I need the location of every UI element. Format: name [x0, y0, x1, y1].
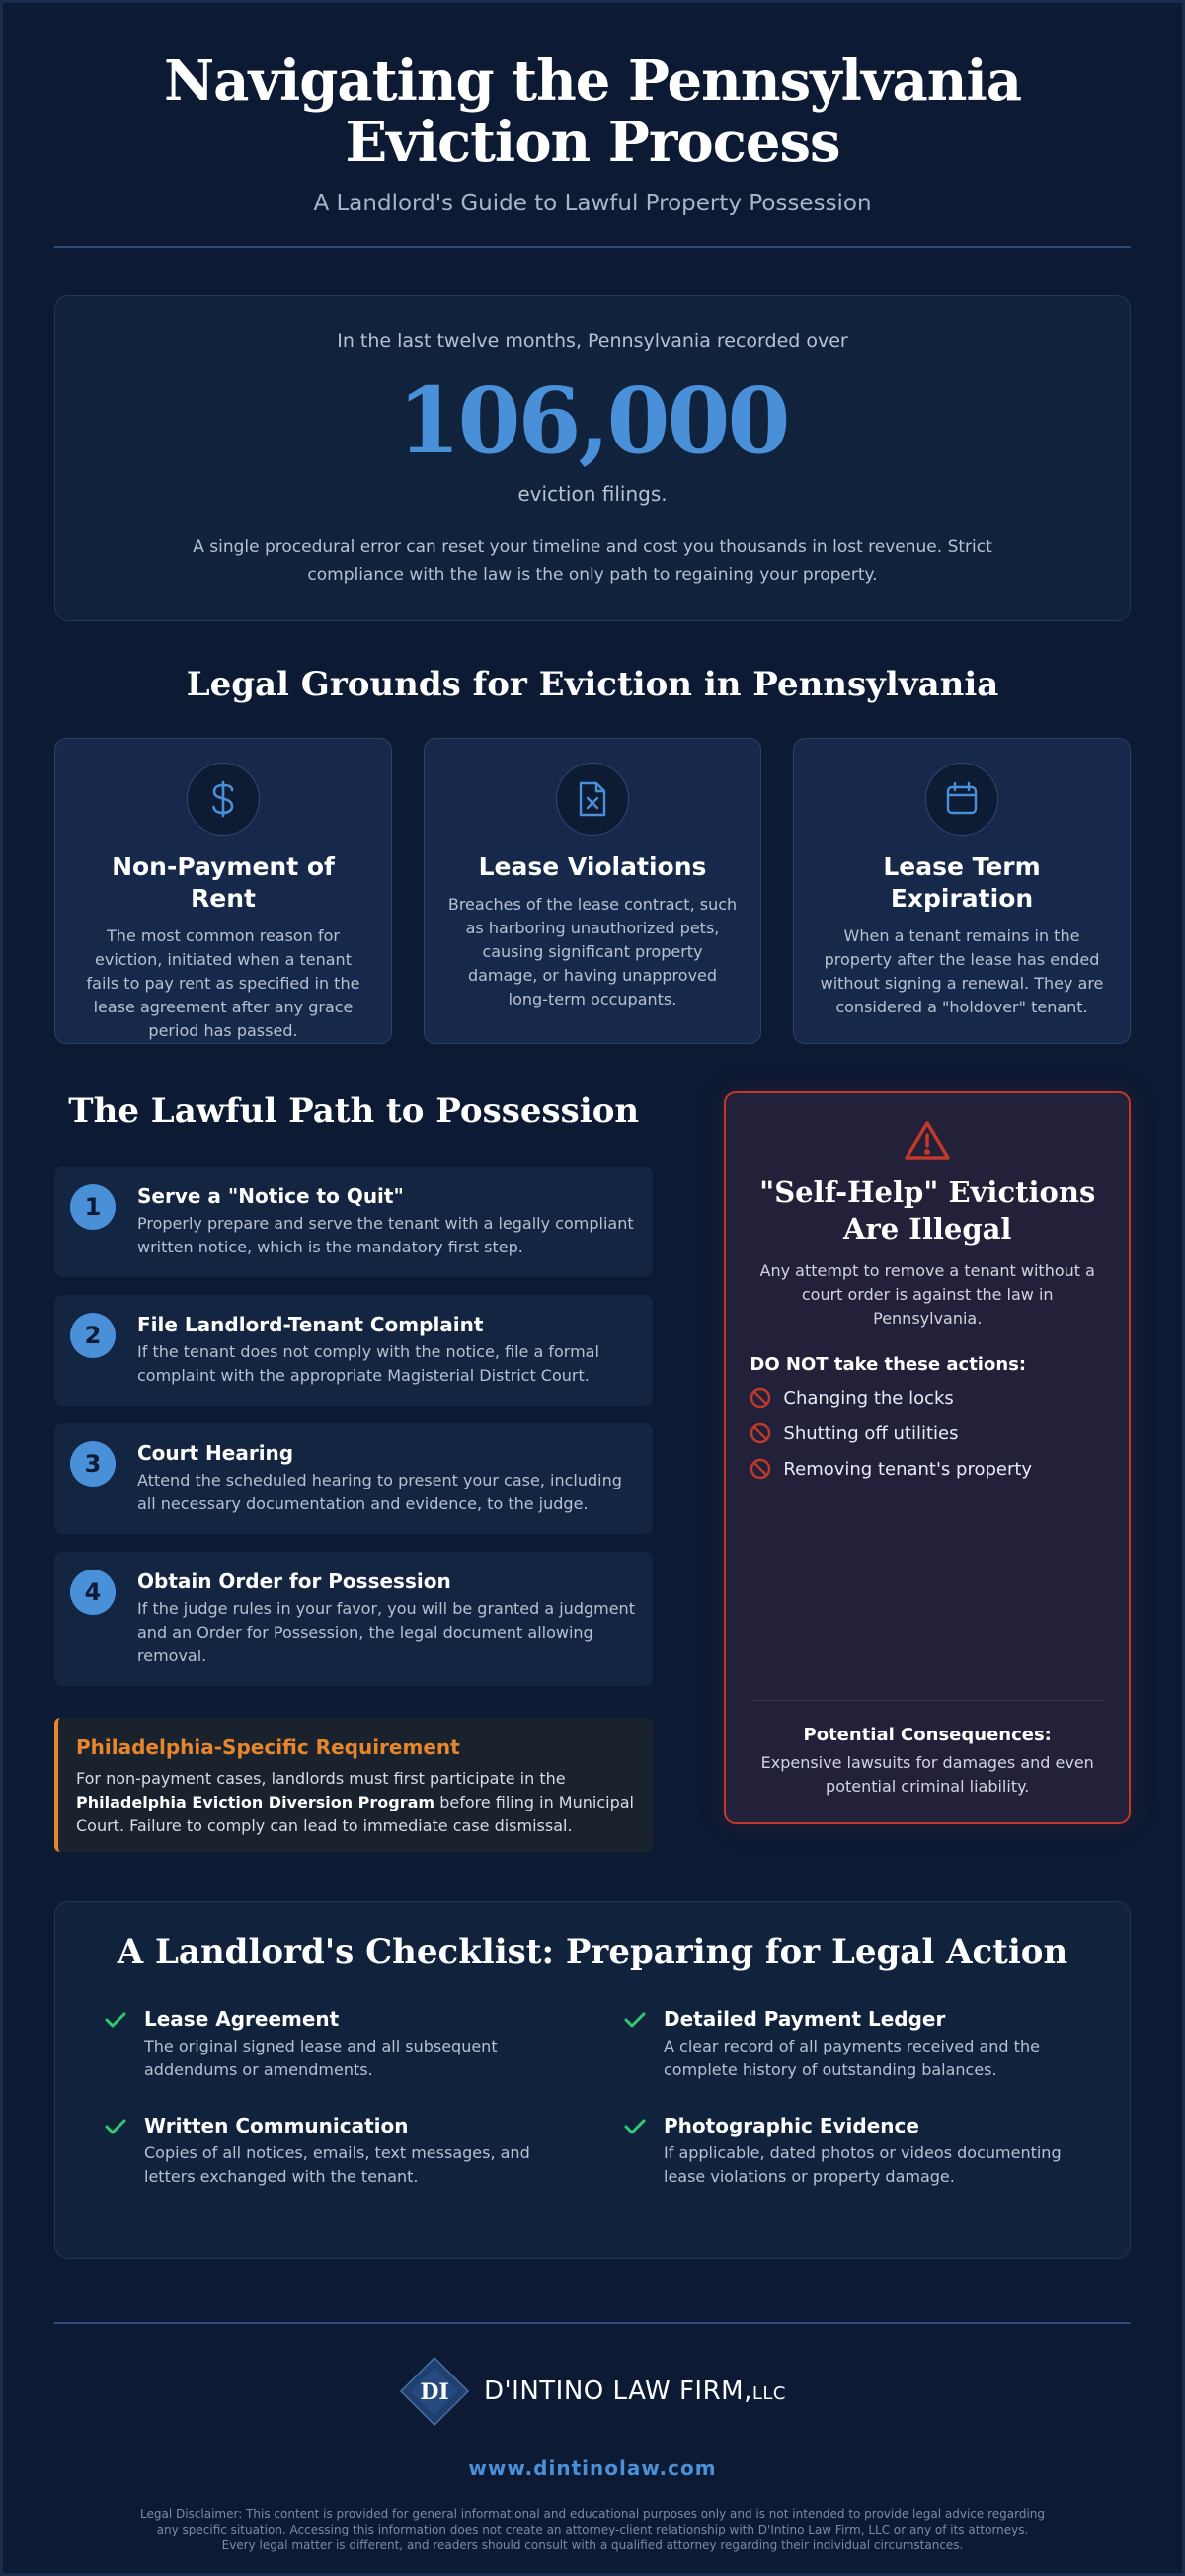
prohibited-actions-list: Changing the locks Shutting off utilitie…: [750, 1387, 1105, 1480]
checkmark-icon: [624, 2119, 646, 2134]
consequences-title: Potential Consequences:: [803, 1725, 1052, 1745]
self-help-warning: "Self-Help" Evictions Are Illegal Any at…: [724, 1091, 1131, 1824]
consequences: Potential Consequences: Expensive lawsui…: [750, 1700, 1105, 1799]
ground-desc: The most common reason for eviction, ini…: [86, 926, 360, 1040]
page-subtitle: A Landlord's Guide to Lawful Property Po…: [313, 191, 872, 216]
ground-title: Non-Payment of Rent: [112, 852, 335, 913]
logo-mark-icon: DI: [399, 2356, 470, 2427]
consequences-text: Expensive lawsuits for damages and even …: [760, 1753, 1094, 1796]
list-item: Shutting off utilities: [750, 1422, 1105, 1444]
step-desc: Properly prepare and serve the tenant wi…: [137, 1214, 634, 1256]
ground-title: Lease Violations: [478, 852, 707, 881]
checklist-item-title: Detailed Payment Ledger: [664, 2007, 946, 2031]
checklist-item-title: Written Communication: [144, 2114, 409, 2137]
checklist-grid: Lease Agreement The original signed leas…: [103, 2007, 1082, 2189]
calendar-icon: [925, 763, 998, 836]
checklist-item-desc: Copies of all notices, emails, text mess…: [144, 2143, 530, 2186]
philly-text-before: For non-payment cases, landlords must fi…: [76, 1769, 566, 1788]
stat-unit: eviction filings.: [517, 482, 668, 506]
warning-section: "Self-Help" Evictions Are Illegal Any at…: [724, 1091, 1131, 1852]
firm-name: D'INTINO LAW FIRM,LLC: [484, 2376, 786, 2406]
action-label: Shutting off utilities: [783, 1422, 959, 1444]
stat-intro: In the last twelve months, Pennsylvania …: [337, 330, 848, 352]
firm-name-suffix: LLC: [751, 2383, 786, 2404]
checklist-item: Photographic Evidence If applicable, dat…: [622, 2114, 1082, 2189]
stat-number: 106,000: [397, 367, 790, 474]
step-number: 3: [70, 1441, 116, 1487]
step-item: 3 Court Hearing Attend the scheduled hea…: [54, 1423, 654, 1534]
step-title: Court Hearing: [137, 1441, 294, 1465]
ground-card-lease-expiration: Lease Term Expiration When a tenant rema…: [793, 738, 1131, 1044]
step-number: 1: [70, 1184, 116, 1230]
checklist-title: A Landlord's Checklist: Preparing for Le…: [117, 1932, 1068, 1972]
prohibited-icon: [750, 1387, 771, 1409]
philly-program-name: Philadelphia Eviction Diversion Program: [76, 1793, 435, 1811]
list-item: Removing tenant's property: [750, 1458, 1105, 1480]
checkmark-icon: [105, 2012, 126, 2028]
step-item: 4 Obtain Order for Possession If the jud…: [54, 1552, 654, 1686]
header: Navigating the Pennsylvania Eviction Pro…: [54, 3, 1131, 248]
warning-desc: Any attempt to remove a tenant without a…: [759, 1261, 1095, 1328]
legal-disclaimer: Legal Disclaimer: This content is provid…: [139, 2507, 1046, 2552]
stat-box: In the last twelve months, Pennsylvania …: [54, 295, 1131, 621]
path-section: The Lawful Path to Possession 1 Serve a …: [54, 1091, 654, 1852]
checklist-item: Written Communication Copies of all noti…: [103, 2114, 563, 2189]
ground-title: Lease Term Expiration: [883, 852, 1041, 913]
logo-mark-text: DI: [420, 2379, 448, 2405]
checklist-item-title: Lease Agreement: [144, 2007, 340, 2031]
checklist-item: Detailed Payment Ledger A clear record o…: [622, 2007, 1082, 2082]
checklist-item-desc: The original signed lease and all subseq…: [144, 2037, 498, 2079]
step-number: 4: [70, 1570, 116, 1615]
grounds-title: Legal Grounds for Eviction in Pennsylvan…: [186, 665, 999, 704]
step-desc: If the tenant does not comply with the n…: [137, 1342, 599, 1385]
step-title: File Landlord-Tenant Complaint: [137, 1313, 484, 1336]
ground-card-non-payment: Non-Payment of Rent The most common reas…: [54, 738, 392, 1044]
warning-do-not: DO NOT take these actions:: [750, 1354, 1027, 1375]
step-title: Serve a "Notice to Quit": [137, 1184, 404, 1208]
step-desc: If the judge rules in your favor, you wi…: [137, 1599, 635, 1665]
philadelphia-callout: Philadelphia-Specific Requirement For no…: [54, 1718, 654, 1852]
ground-card-lease-violations: Lease Violations Breaches of the lease c…: [424, 738, 761, 1044]
path-title: The Lawful Path to Possession: [68, 1091, 640, 1131]
action-label: Changing the locks: [783, 1387, 954, 1409]
document-x-icon: [556, 763, 629, 836]
philly-text: For non-payment cases, landlords must fi…: [76, 1767, 635, 1838]
firm-name-main: D'INTINO LAW FIRM,: [484, 2376, 752, 2406]
steps-list: 1 Serve a "Notice to Quit" Properly prep…: [54, 1167, 654, 1686]
dollar-icon: [187, 763, 260, 836]
warning-title: "Self-Help" Evictions Are Illegal: [759, 1175, 1096, 1246]
page-title: Navigating the Pennsylvania Eviction Pro…: [163, 48, 1022, 175]
website-link[interactable]: www.dintinolaw.com: [468, 2456, 717, 2480]
checklist-item-title: Photographic Evidence: [664, 2114, 919, 2137]
step-item: 1 Serve a "Notice to Quit" Properly prep…: [54, 1167, 654, 1277]
checkmark-icon: [624, 2012, 646, 2028]
header-divider: [54, 246, 1131, 248]
footer-divider: [54, 2322, 1131, 2324]
checklist-item-desc: A clear record of all payments received …: [664, 2037, 1040, 2079]
step-desc: Attend the scheduled hearing to present …: [137, 1471, 622, 1513]
list-item: Changing the locks: [750, 1387, 1105, 1409]
ground-desc: Breaches of the lease contract, such as …: [447, 895, 738, 1008]
checkmark-icon: [105, 2119, 126, 2134]
prohibited-icon: [750, 1422, 771, 1444]
stat-note: A single procedural error can reset your…: [193, 537, 992, 585]
ground-desc: When a tenant remains in the property af…: [820, 926, 1104, 1016]
philly-text-after: before filing in Municipal Court. Failur…: [76, 1793, 634, 1835]
path-and-warning: The Lawful Path to Possession 1 Serve a …: [54, 1091, 1131, 1852]
checklist-item: Lease Agreement The original signed leas…: [103, 2007, 563, 2082]
prohibited-icon: [750, 1458, 771, 1480]
philly-title: Philadelphia-Specific Requirement: [76, 1735, 460, 1759]
grounds-cards: Non-Payment of Rent The most common reas…: [54, 738, 1131, 1044]
checklist-section: A Landlord's Checklist: Preparing for Le…: [54, 1901, 1131, 2259]
step-number: 2: [70, 1313, 116, 1358]
firm-logo: DI D'INTINO LAW FIRM,LLC: [54, 2356, 1131, 2427]
warning-triangle-icon: [750, 1119, 1105, 1165]
step-item: 2 File Landlord-Tenant Complaint If the …: [54, 1295, 654, 1406]
step-title: Obtain Order for Possession: [137, 1570, 451, 1593]
action-label: Removing tenant's property: [783, 1458, 1033, 1480]
checklist-item-desc: If applicable, dated photos or videos do…: [664, 2143, 1062, 2186]
